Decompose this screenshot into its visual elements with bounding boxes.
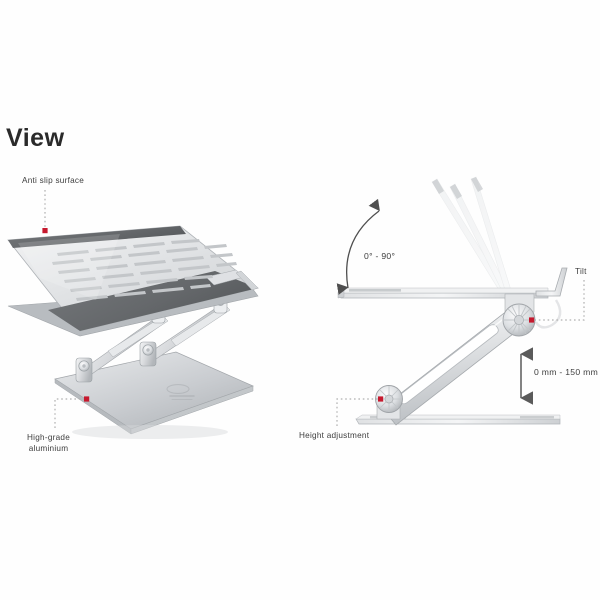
top-plate [7,225,259,337]
base-plate [54,351,254,439]
marker-dot [42,228,48,234]
lower-pivot-right [139,341,157,367]
anti-slip-strip-top [8,226,186,248]
dimension-label-tilt-angle: 0° - 90° [364,251,396,261]
dimension-tilt-angle [336,198,380,295]
dimension-label-height-range: 0 mm - 150 mm [534,367,599,377]
front-lip-hook [535,267,568,297]
perspective-stand [7,225,259,439]
ghost-tilt-positions [431,176,515,304]
callout-anti-slip-surface: Anti slip surface [22,176,85,185]
leader-tilt [529,280,585,323]
marker-dot [378,396,384,402]
leader-anti-slip-surface [42,190,48,234]
leader-height-adjustment [336,396,384,426]
ventilation-slots [52,239,237,301]
lower-pivot-left [75,357,93,383]
callout-high-grade-aluminium: High-grade aluminium [27,433,71,454]
ghost-tips [432,177,483,199]
marker-dot [84,396,90,402]
ghost-curve [534,299,562,329]
callout-height-adjustment: Height adjustment [299,431,370,440]
side-base-plate [355,414,561,425]
callout-tilt: Tilt [575,267,587,276]
leader-high-grade-aluminium [54,396,90,428]
base-logo [166,384,195,401]
support-legs [75,295,231,383]
lower-pivot-hub [375,385,403,420]
side-view-stand [337,176,568,426]
marker-dot [529,317,535,323]
page-title: View [6,124,65,152]
